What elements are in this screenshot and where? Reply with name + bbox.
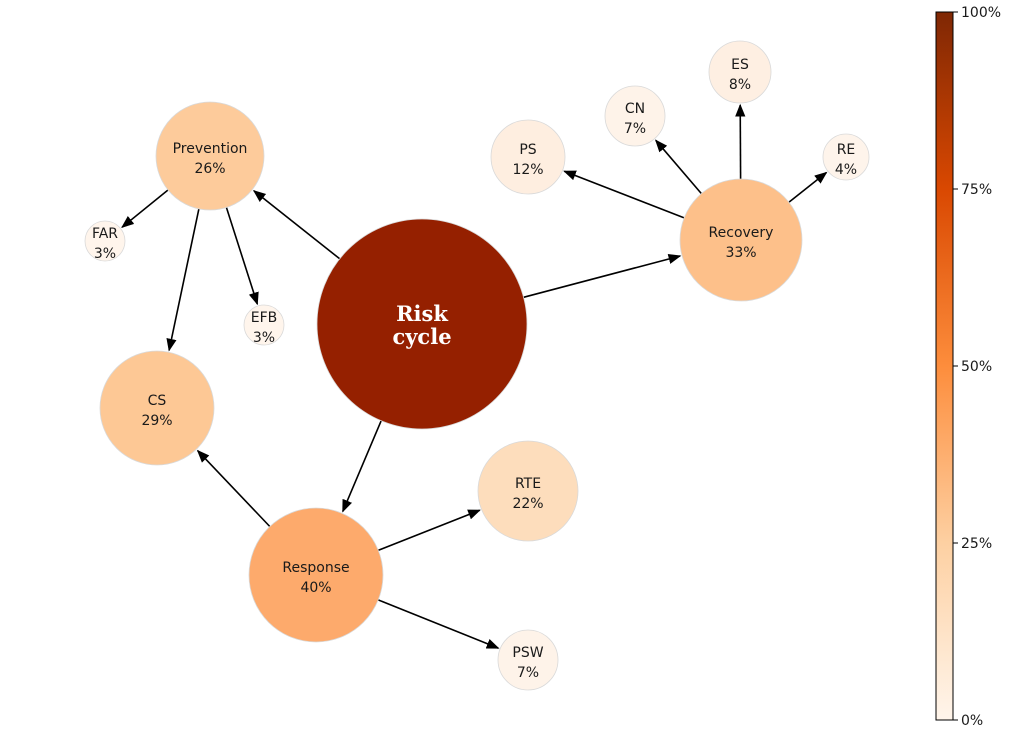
root-node: Risk cycle bbox=[316, 218, 528, 430]
edge-prevention-to-cs bbox=[166, 208, 200, 352]
node-re-circle bbox=[822, 133, 870, 181]
node-recovery-circle bbox=[679, 178, 803, 302]
node-recovery: Recovery 33% bbox=[679, 178, 803, 302]
node-cs: CS 29% bbox=[99, 350, 215, 466]
node-ps-name: PS bbox=[519, 142, 536, 158]
node-re-name: RE bbox=[837, 142, 856, 158]
edge-root-to-prevention bbox=[252, 190, 341, 260]
node-psw-name: PSW bbox=[512, 645, 543, 661]
edge-prevention-to-far bbox=[121, 189, 169, 229]
node-response-name: Response bbox=[282, 560, 349, 576]
edge-response-to-psw bbox=[377, 599, 500, 649]
node-response-percent: 40% bbox=[300, 580, 331, 596]
node-prevention-percent: 26% bbox=[194, 161, 225, 177]
root-node-label-line2: cycle bbox=[392, 324, 451, 349]
node-rte-name: RTE bbox=[515, 476, 541, 492]
node-efb-circle bbox=[243, 304, 285, 346]
colorbar-fill bbox=[935, 11, 954, 721]
node-rte: RTE 22% bbox=[477, 440, 579, 542]
colorbar-tick-label: 50% bbox=[961, 359, 992, 375]
node-psw: PSW 7% bbox=[497, 629, 559, 691]
colorbar-tick-label: 75% bbox=[961, 182, 992, 198]
edge-recovery-to-ps bbox=[563, 170, 685, 219]
edge-prevention-to-efb bbox=[225, 207, 259, 306]
edge-response-to-rte bbox=[378, 509, 481, 552]
node-far-percent: 3% bbox=[94, 246, 116, 262]
node-re: RE 4% bbox=[822, 133, 870, 181]
colorbar: 100% 75% 50% 25% 0% bbox=[935, 5, 1001, 729]
node-cn-name: CN bbox=[625, 101, 645, 117]
node-prevention-name: Prevention bbox=[173, 141, 248, 157]
node-es: ES 8% bbox=[708, 40, 772, 104]
node-rte-circle bbox=[477, 440, 579, 542]
edge-recovery-to-cn bbox=[654, 139, 703, 195]
node-ps-circle bbox=[490, 119, 566, 195]
edge-root-to-response bbox=[342, 420, 382, 513]
node-es-name: ES bbox=[731, 57, 749, 73]
node-ps: PS 12% bbox=[490, 119, 566, 195]
edge-recovery-to-re bbox=[788, 171, 828, 203]
node-cn-percent: 7% bbox=[624, 121, 646, 137]
node-es-circle bbox=[708, 40, 772, 104]
node-psw-circle bbox=[497, 629, 559, 691]
colorbar-tick-label: 100% bbox=[961, 5, 1001, 21]
root-node-circle bbox=[316, 218, 528, 430]
node-far: FAR 3% bbox=[84, 220, 126, 262]
node-response-circle bbox=[248, 507, 384, 643]
nodes-layer: Risk cycle Prevention 26% Recovery 33% Respo… bbox=[84, 40, 870, 691]
node-recovery-name: Recovery bbox=[709, 225, 774, 241]
node-es-percent: 8% bbox=[729, 77, 751, 93]
node-efb-percent: 3% bbox=[253, 330, 275, 346]
node-cn: CN 7% bbox=[604, 85, 666, 147]
edges-layer bbox=[121, 103, 828, 649]
node-rte-percent: 22% bbox=[512, 496, 543, 512]
node-efb-name: EFB bbox=[251, 310, 278, 326]
edge-root-to-recovery bbox=[523, 253, 682, 299]
colorbar-ticks: 100% 75% 50% 25% 0% bbox=[953, 5, 1001, 729]
node-cs-name: CS bbox=[148, 393, 167, 409]
node-recovery-percent: 33% bbox=[725, 245, 756, 261]
node-far-name: FAR bbox=[92, 226, 118, 242]
node-cs-circle bbox=[99, 350, 215, 466]
node-cs-percent: 29% bbox=[141, 413, 172, 429]
node-response: Response 40% bbox=[248, 507, 384, 643]
node-far-circle bbox=[84, 220, 126, 262]
node-cn-circle bbox=[604, 85, 666, 147]
root-node-label-line1: Risk bbox=[396, 301, 448, 326]
node-ps-percent: 12% bbox=[512, 162, 543, 178]
node-prevention-circle bbox=[155, 101, 265, 211]
node-prevention: Prevention 26% bbox=[155, 101, 265, 211]
colorbar-tick-label: 25% bbox=[961, 536, 992, 552]
node-psw-percent: 7% bbox=[517, 665, 539, 681]
node-efb: EFB 3% bbox=[243, 304, 285, 346]
node-re-percent: 4% bbox=[835, 162, 857, 178]
colorbar-tick-label: 0% bbox=[961, 713, 983, 729]
edge-response-to-cs bbox=[196, 449, 271, 528]
